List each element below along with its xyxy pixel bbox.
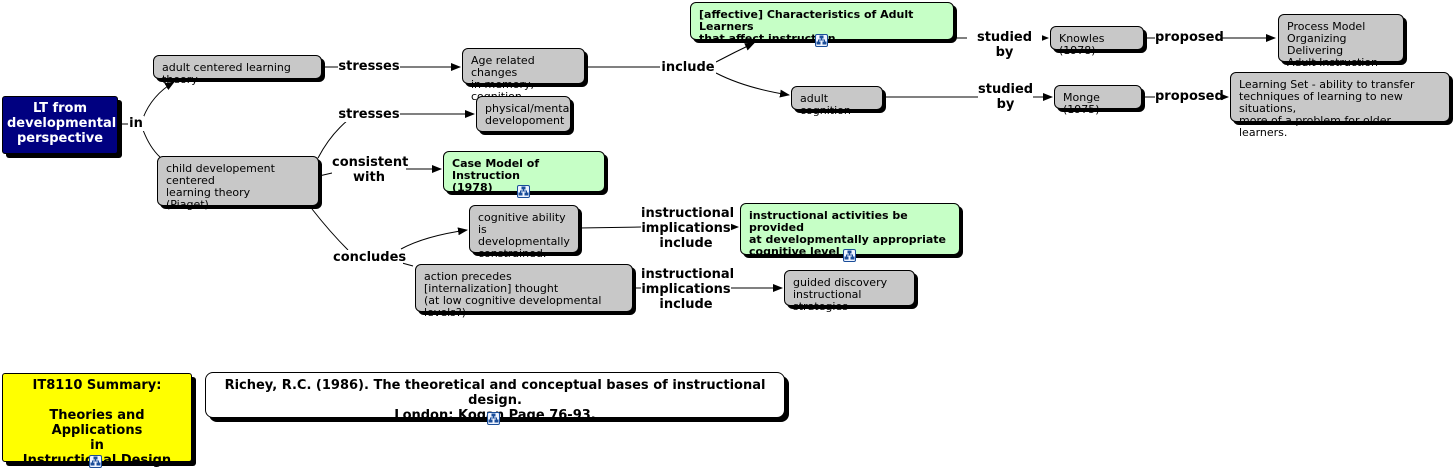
concept-knowles-1978[interactable]: Knowles (1978) — [1050, 26, 1144, 57]
concept-instructional-activities[interactable]: instructional activities be provided at … — [740, 203, 960, 258]
concept-action-precedes-thought[interactable]: action precedes [internalization] though… — [415, 264, 633, 319]
link-label-concludes: concludes — [333, 250, 407, 265]
resource-icon[interactable] — [843, 249, 856, 262]
concept-age-related-changes[interactable]: Age related changes in memory, cognition — [462, 48, 585, 103]
link-label-studied-by: studied by — [967, 30, 1042, 60]
summary-box[interactable]: IT8110 Summary: Theories and Application… — [2, 373, 192, 468]
link-label-in: in — [128, 116, 144, 131]
concept-guided-discovery[interactable]: guided discovery instructional strategie… — [784, 270, 915, 313]
resource-icon[interactable] — [815, 34, 828, 47]
root-concept-lt-developmental[interactable]: LT from developmental perspective — [2, 96, 118, 154]
link-label-consistent-with: consistent with — [332, 155, 409, 185]
link-label-proposed: proposed — [1155, 89, 1224, 104]
link-label-stresses: stresses — [338, 59, 400, 74]
link-label-studied-by: studied by — [978, 82, 1034, 112]
resource-icon[interactable] — [89, 455, 102, 468]
resource-icon[interactable] — [487, 412, 500, 425]
concept-learning-set[interactable]: Learning Set - ability to transfer techn… — [1230, 72, 1450, 139]
link-label-stresses: stresses — [338, 107, 400, 122]
concept-monge-1975[interactable]: Monge (1975) — [1054, 85, 1142, 116]
concept-physical-mental-development[interactable]: physical/mental developoment — [476, 96, 572, 132]
concept-affective-characteristics[interactable]: [affective] Characteristics of Adult Lea… — [690, 2, 954, 45]
citation-box[interactable]: Richey, R.C. (1986). The theoretical and… — [205, 372, 785, 423]
concept-adult-centered-learning-theory[interactable]: adult centered learning theory — [153, 55, 322, 86]
link-label-include: include — [660, 60, 716, 75]
link-label-instructional-implications: instructional implications include — [641, 206, 735, 251]
link-label-proposed: proposed — [1155, 30, 1224, 45]
concept-adult-cognition[interactable]: adult cognition — [791, 86, 883, 117]
concept-child-development-learning-theory[interactable]: child developement centered learning the… — [157, 156, 319, 211]
resource-icon[interactable] — [517, 185, 530, 198]
concept-cognitive-ability-constrained[interactable]: cognitive ability is developmentally con… — [469, 205, 579, 260]
concept-process-model[interactable]: Process Model Organizing Delivering Adul… — [1278, 14, 1404, 69]
link-label-instructional-implications: instructional implications include — [641, 267, 735, 312]
